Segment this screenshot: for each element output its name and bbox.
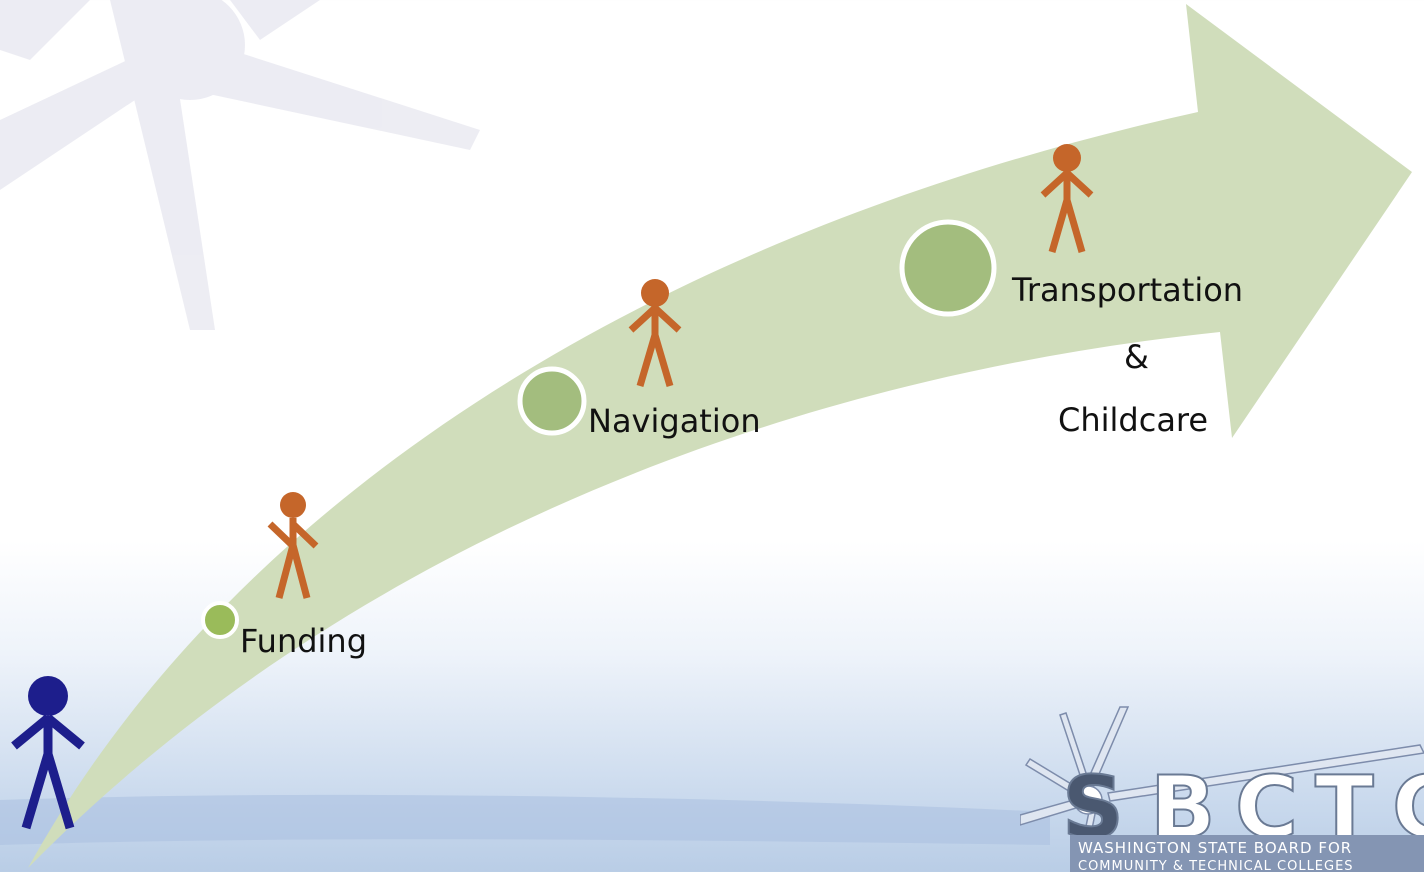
- logo-tagline: WASHINGTON STATE BOARD FOR: [1078, 839, 1353, 857]
- transportation-label: Transportation: [1012, 271, 1244, 309]
- childcare-label: Childcare: [1058, 401, 1209, 439]
- person-figure-icon: [267, 492, 319, 599]
- student-figure-icon: [11, 676, 85, 830]
- transportation-node: [899, 219, 997, 317]
- logo-starburst-icon: [1020, 706, 1424, 861]
- bottom-swoosh: [0, 794, 1050, 845]
- funding-node: [201, 601, 239, 639]
- watermark-starburst: [0, 0, 480, 330]
- navigation-label: Navigation: [588, 402, 761, 440]
- funding-label: Funding: [240, 622, 368, 660]
- logo-banner: [1070, 835, 1424, 872]
- curved-arrow: [28, 4, 1412, 868]
- navigation-node: [517, 366, 587, 436]
- person-figure-icon: [628, 279, 682, 387]
- logo-tagline: COMMUNITY & TECHNICAL COLLEGES: [1078, 859, 1354, 872]
- sbctc-logo: S B C T C WASHINGTON STATE BOARD FOR COM…: [1020, 705, 1424, 872]
- ampersand-label: &: [1124, 338, 1149, 376]
- person-figure-icon: [1040, 144, 1094, 253]
